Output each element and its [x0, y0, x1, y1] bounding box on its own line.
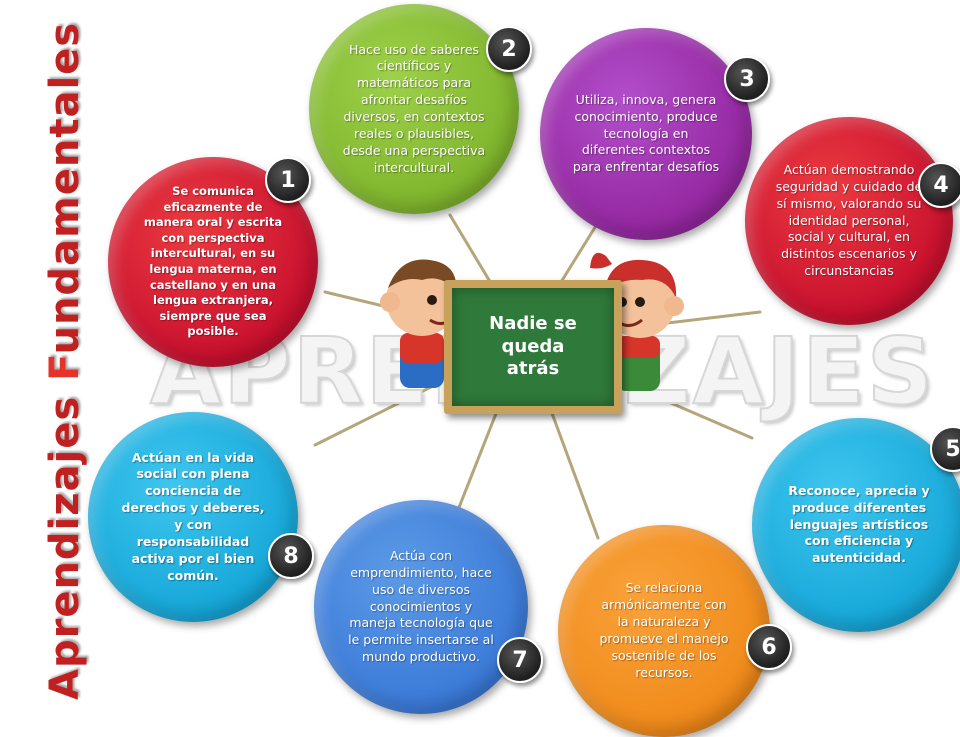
competency-text-8: Actúan en la vida social con plena conci… [121, 449, 265, 583]
competency-circle-4: Actúan demostrando seguridad y cuidado d… [745, 117, 953, 325]
competency-circle-2: Hace uso de saberes científicos y matemá… [309, 4, 519, 214]
number-badge-4: 4 [918, 162, 960, 208]
competency-text-2: Hace uso de saberes científicos y matemá… [342, 41, 486, 175]
competency-text-7: Actúa con emprendimiento, hace uso de di… [348, 547, 494, 665]
chalkboard: Nadie se queda atrás [444, 280, 622, 414]
competency-circle-3: Utiliza, innova, genera conocimiento, pr… [540, 28, 752, 240]
boy-illustration [380, 259, 458, 388]
competency-text-4: Actúan demostrando seguridad y cuidado d… [775, 161, 923, 279]
chalkboard-text: Nadie se queda atrás [489, 313, 577, 380]
number-badge-2: 2 [486, 26, 532, 72]
number-badge-6: 6 [746, 624, 792, 670]
girl-illustration [590, 252, 684, 391]
competency-text-5: Reconoce, aprecia y produce diferentes l… [788, 482, 930, 566]
competency-text-1: Se comunica eficazmente de manera oral y… [143, 184, 283, 339]
number-badge-5: 5 [930, 426, 960, 472]
number-badge-3: 3 [724, 56, 770, 102]
competency-text-3: Utiliza, innova, genera conocimiento, pr… [572, 91, 720, 175]
number-badge-8: 8 [268, 533, 314, 579]
number-badge-7: 7 [497, 637, 543, 683]
competency-circle-8: Actúan en la vida social con plena conci… [88, 412, 298, 622]
competency-text-6: Se relaciona armónicamente con la natura… [599, 580, 729, 680]
competency-circle-7: Actúa con emprendimiento, hace uso de di… [314, 500, 528, 714]
number-badge-1: 1 [265, 157, 311, 203]
competency-circle-6: Se relaciona armónicamente con la natura… [558, 525, 770, 737]
competency-circle-5: Reconoce, aprecia y produce diferentes l… [752, 418, 960, 632]
